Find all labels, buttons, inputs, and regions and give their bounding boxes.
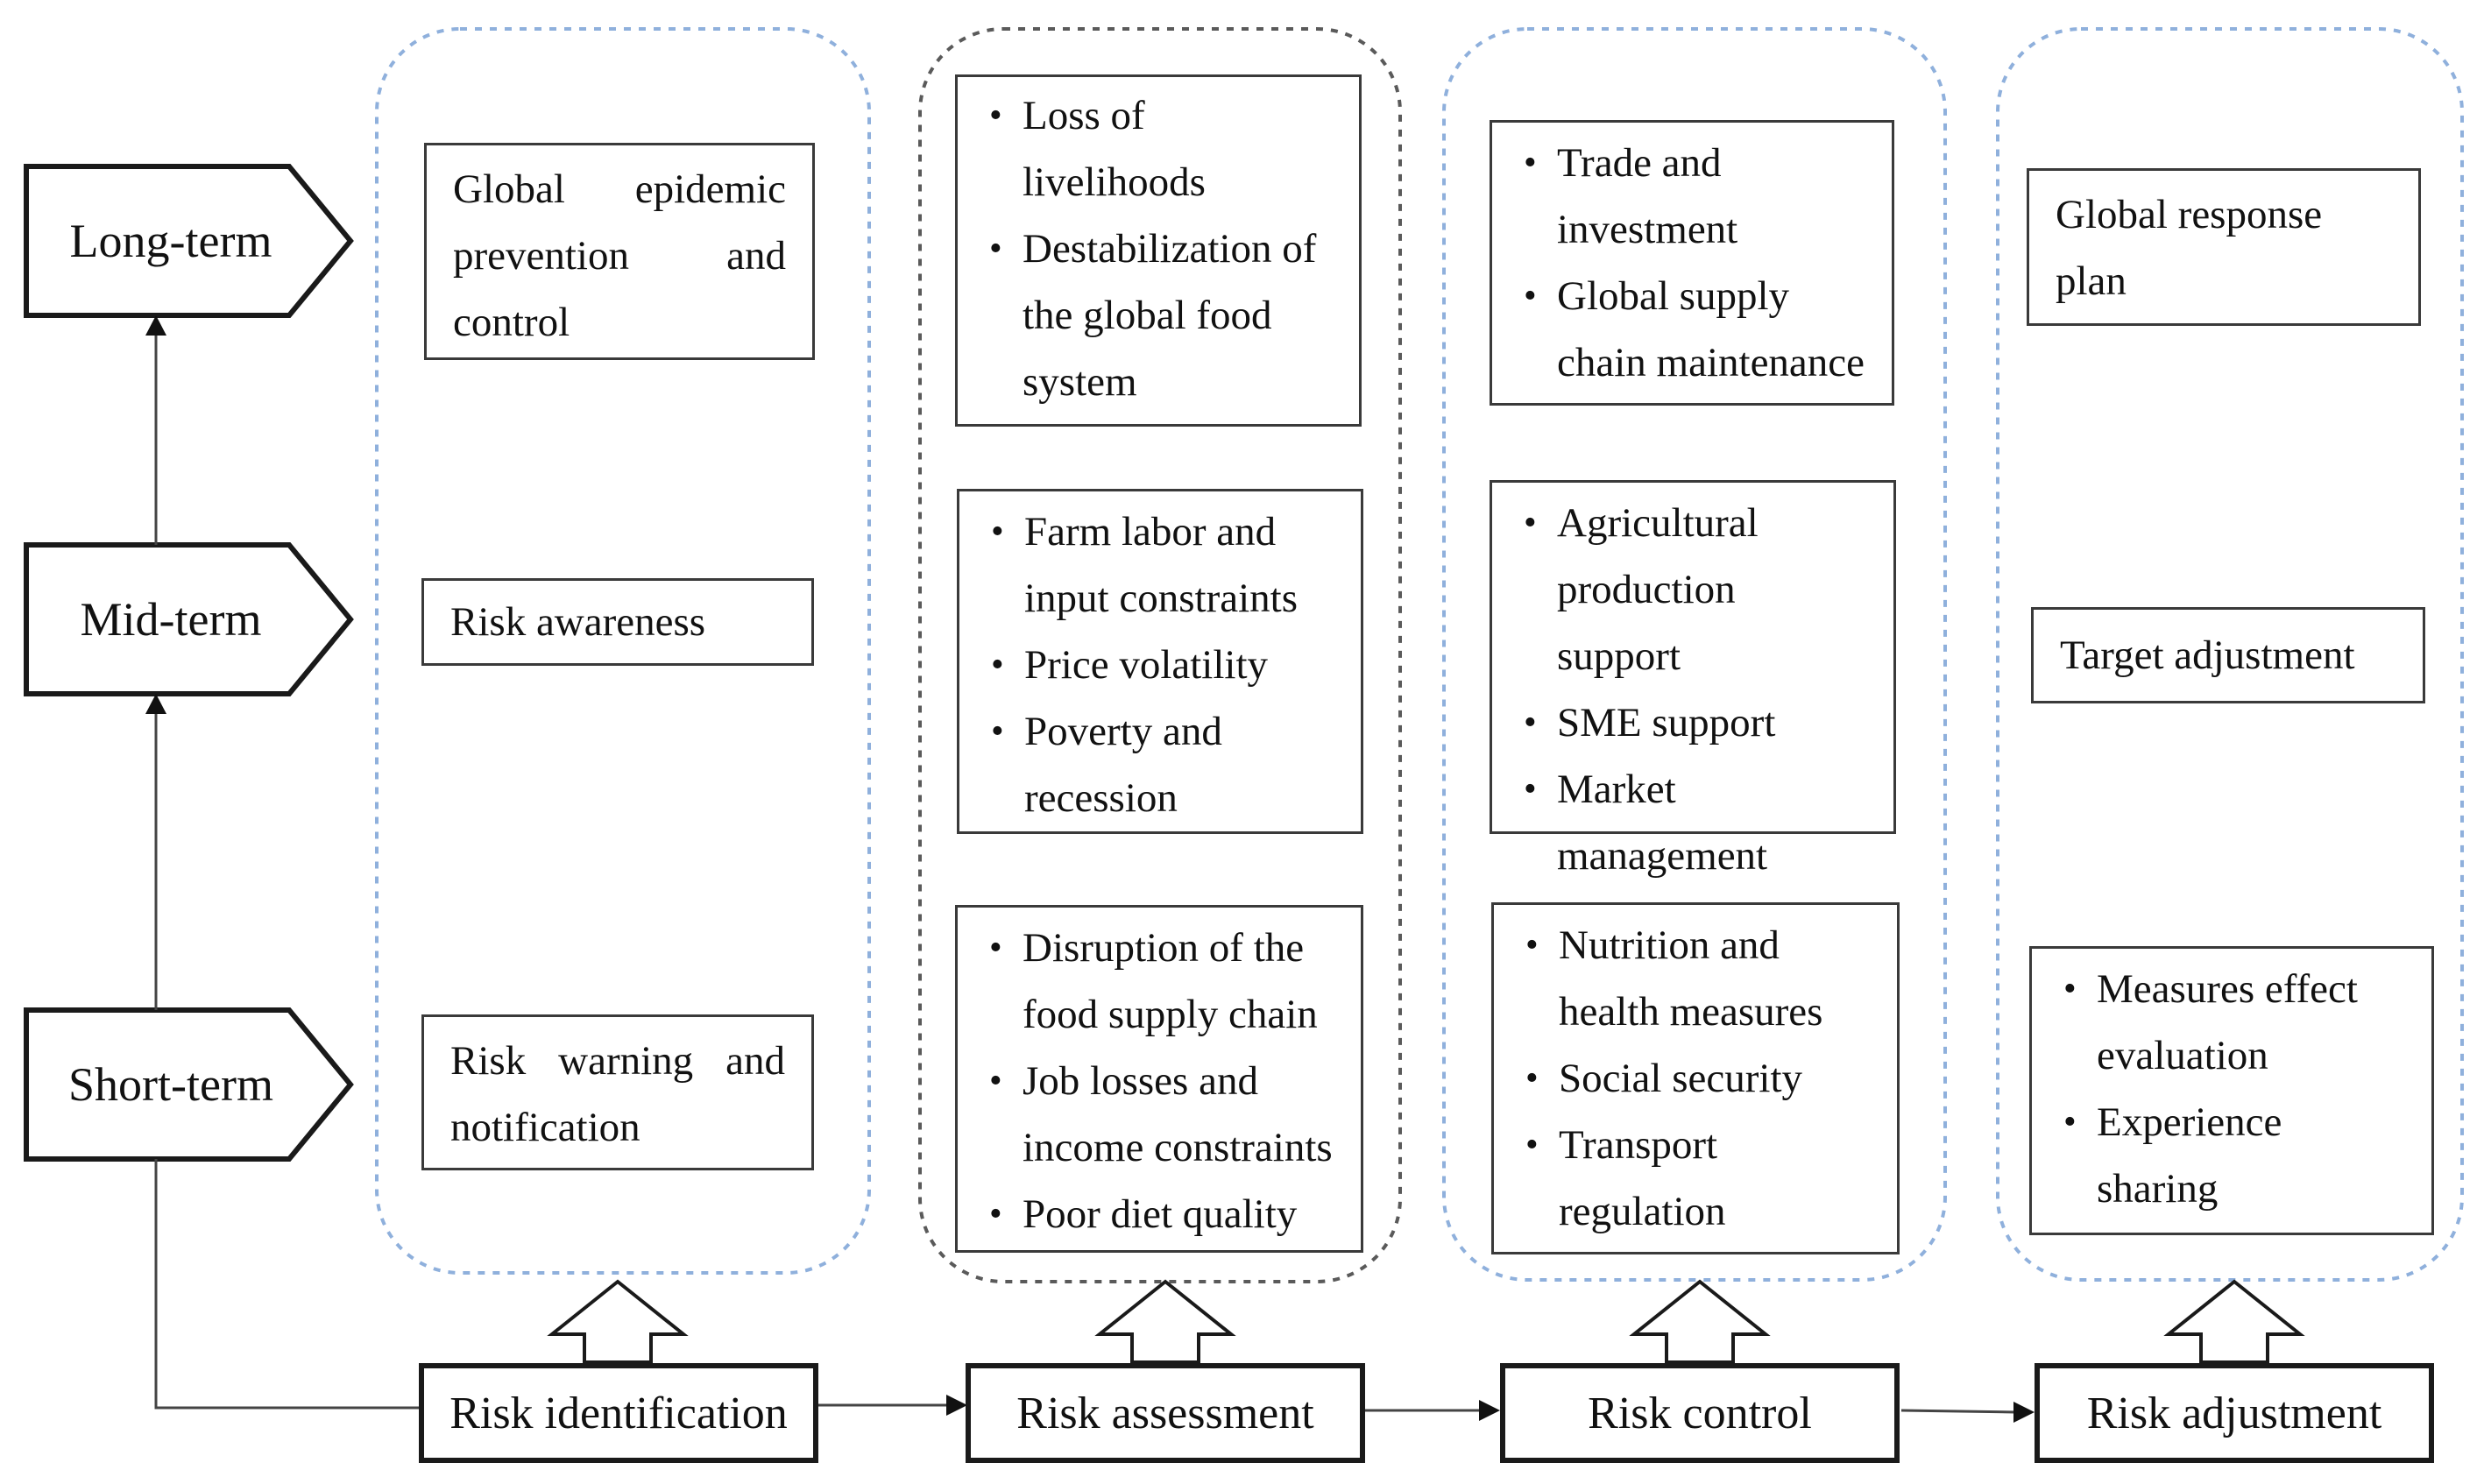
adjustment-long-box: Global response plan: [2027, 168, 2421, 326]
control-up-arrow: [1629, 1279, 1771, 1364]
control-long-box: Trade and investment Global supply chain…: [1490, 120, 1894, 406]
short-to-mid-arrowhead: [145, 694, 166, 714]
identification-mid-box: Risk awareness: [421, 578, 814, 666]
control-group: [1442, 27, 1947, 1282]
mid-term-label: Mid-term: [80, 593, 262, 646]
risk-control-stage: Risk control: [1500, 1363, 1900, 1463]
assessment-long-item: Destabilization of the global food syste…: [984, 216, 1333, 415]
control-mid-box: Agricultural production support SME supp…: [1490, 480, 1896, 879]
identification-to-assessment-arrowhead: [946, 1395, 967, 1416]
assessment-mid-box: Farm labor and input constraints Price v…: [957, 489, 1363, 834]
control-short-item: Nutrition and health measures: [1520, 912, 1871, 1045]
control-long-item: Trade and investment: [1518, 130, 1865, 263]
assessment-group: [918, 27, 1402, 1283]
adjustment-short-item: Measures effect evaluation: [2058, 956, 2405, 1089]
short-term-arrow-shape: [24, 1007, 354, 1162]
assessment-to-control-arrowhead: [1479, 1400, 1500, 1421]
assessment-short-item: Disruption of the food supply chain: [984, 915, 1334, 1048]
assessment-mid-item: Farm labor and input constraints: [986, 498, 1334, 632]
assessment-short-box: Disruption of the food supply chain Job …: [955, 905, 1363, 1253]
adjustment-short-box: Measures effect evaluation Experience sh…: [2029, 946, 2434, 1235]
identification-long-box: Global epidemic prevention and control: [424, 143, 815, 360]
adjustment-group: [1996, 27, 2464, 1282]
assessment-mid-item: Price volatility: [986, 632, 1334, 698]
control-to-adjustment-arrowhead: [2013, 1402, 2035, 1423]
control-to-adjustment-arrow: [1900, 1409, 2016, 1414]
adjustment-mid-text: Target adjustment: [2060, 632, 2355, 678]
control-short-box: Nutrition and health measures Social sec…: [1491, 902, 1900, 1254]
risk-adjustment-stage: Risk adjustment: [2035, 1363, 2434, 1463]
control-mid-item: Agricultural production support: [1518, 490, 1867, 689]
long-term-arrow-shape: [24, 164, 354, 318]
short-term-label: Short-term: [68, 1058, 273, 1111]
assessment-short-item: Job losses and income constraints: [984, 1048, 1334, 1181]
risk-assessment-stage: Risk assessment: [966, 1363, 1365, 1463]
adjustment-long-text: Global response plan: [2056, 192, 2323, 304]
assessment-long-box: Loss of livelihoods Destabilization of t…: [955, 74, 1362, 427]
identification-mid-text: Risk awareness: [450, 599, 706, 645]
short-term-connector: [154, 1159, 419, 1410]
control-long-item: Global supply chain maintenance: [1518, 263, 1865, 396]
assessment-mid-item: Poverty and recession: [986, 698, 1334, 831]
assessment-long-item: Loss of livelihoods: [984, 82, 1333, 216]
assessment-short-item: Poor diet quality: [984, 1181, 1334, 1247]
identification-long-text: Global epidemic prevention and control: [453, 166, 786, 345]
adjustment-mid-box: Target adjustment: [2031, 607, 2425, 703]
adjustment-short-item: Experience sharing: [2058, 1089, 2405, 1222]
control-mid-item: Market management: [1518, 756, 1867, 889]
identification-short-text: Risk warning and notification: [450, 1038, 785, 1150]
risk-identification-stage: Risk identification: [419, 1363, 818, 1463]
assessment-up-arrow: [1094, 1279, 1236, 1364]
mid-term-arrow-shape: [24, 542, 354, 696]
control-short-item: Transport regulation: [1520, 1112, 1871, 1245]
long-term-label: Long-term: [69, 215, 272, 267]
control-short-item: Social security: [1520, 1045, 1871, 1112]
control-mid-item: SME support: [1518, 689, 1867, 756]
identification-short-box: Risk warning and notification: [421, 1014, 814, 1170]
identification-up-arrow: [547, 1279, 689, 1364]
mid-to-long-arrowhead: [145, 315, 166, 336]
adjustment-up-arrow: [2163, 1279, 2305, 1364]
